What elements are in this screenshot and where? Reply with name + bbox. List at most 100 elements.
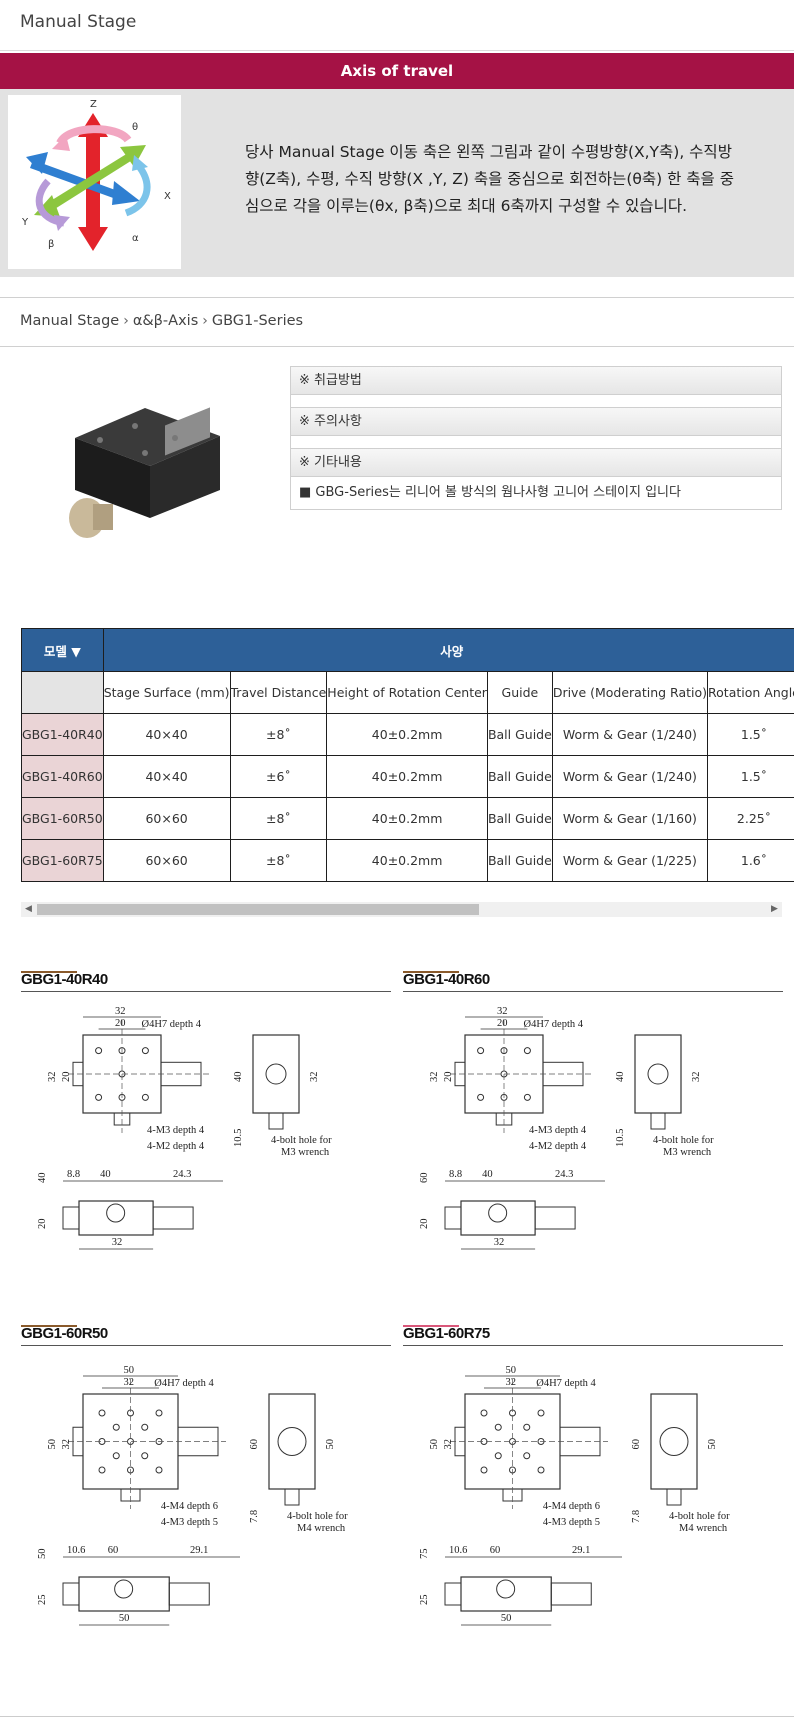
- dimension-label: 24.3: [555, 1169, 573, 1180]
- left-clamp: [454, 1426, 466, 1457]
- dimension-label: 50: [707, 1439, 718, 1450]
- front-view-handle: [488, 1203, 508, 1223]
- table-cell: Ball Guide: [486, 755, 553, 798]
- scroll-left-icon[interactable]: ◀: [25, 904, 32, 914]
- mounting-hole: [155, 1466, 163, 1474]
- front-view-knob: [152, 1206, 194, 1230]
- breadcrumb-item-alpha-beta[interactable]: α&β-Axis: [132, 313, 199, 329]
- axis-label-beta: β: [48, 239, 54, 250]
- bottom-knob: [113, 1112, 131, 1126]
- dimension-label: 24.3: [173, 1169, 191, 1180]
- stage-side: [150, 436, 220, 518]
- note-other[interactable]: ※ 기타내용: [290, 448, 782, 477]
- tap-note: 4-M3 depth 5: [543, 1517, 600, 1528]
- mounting-hole: [537, 1409, 545, 1417]
- dimension-label: 25: [419, 1595, 430, 1606]
- bolt-note: 4-bolt hole for: [653, 1135, 714, 1146]
- col-header: Drive (Moderating Ratio): [551, 671, 709, 714]
- x-axis-arrow-right: [112, 181, 140, 205]
- micrometer-knob: [177, 1426, 219, 1457]
- table-cell: ±8˚: [229, 713, 328, 756]
- dimension-label: 25: [37, 1595, 48, 1606]
- dimension-label: 20: [61, 1072, 72, 1083]
- chevron-right-icon: ›: [202, 313, 208, 329]
- dimension-label: 40: [615, 1072, 626, 1083]
- dimension-label: 50: [119, 1613, 129, 1624]
- table-cell: 40±0.2mm: [326, 713, 488, 756]
- dimension-label: 10.6: [449, 1545, 467, 1556]
- dimension-label: 32: [309, 1072, 320, 1083]
- front-view-handle: [496, 1579, 516, 1599]
- table-cell: Worm & Gear (1/160): [551, 797, 709, 840]
- drawing-title: GBG1-40R60: [403, 971, 490, 988]
- front-view-handle: [114, 1579, 134, 1599]
- hole-note: Ø4H7 depth 4: [536, 1378, 596, 1389]
- hole-note: Ø4H7 depth 4: [524, 1019, 584, 1030]
- front-view-body: [78, 1200, 154, 1236]
- note-handling[interactable]: ※ 취급방법: [290, 366, 782, 395]
- left-clamp: [454, 1061, 466, 1087]
- mounting-hole: [523, 1093, 531, 1101]
- model-cell[interactable]: GBG1-40R40: [21, 713, 104, 756]
- table-cell: ±8˚: [229, 839, 328, 882]
- breadcrumb-bar: Manual Stage › α&β-Axis › GBG1-Series: [0, 297, 794, 347]
- breadcrumb-item-manual-stage[interactable]: Manual Stage: [20, 313, 120, 329]
- drawing-gbg1-40r40: GBG1-40R40: [21, 971, 391, 992]
- model-cell[interactable]: GBG1-60R50: [21, 797, 104, 840]
- breadcrumb-item-series[interactable]: GBG1-Series: [211, 313, 304, 329]
- alpha-rotation: [124, 162, 151, 217]
- mounting-hole: [127, 1466, 134, 1474]
- top-view-outline: [464, 1393, 561, 1490]
- side-view-foot: [650, 1112, 666, 1130]
- axis-label-z: Z: [90, 99, 97, 110]
- mounting-hole: [155, 1438, 163, 1445]
- x-axis-arrow-left: [26, 152, 48, 174]
- axis-label-x: X: [164, 191, 171, 202]
- dimension-label: 32: [691, 1072, 702, 1083]
- mounting-hole: [480, 1438, 488, 1445]
- front-view-clamp: [62, 1206, 80, 1230]
- table-cell: Worm & Gear (1/225): [551, 839, 709, 882]
- mounting-hole: [98, 1466, 106, 1474]
- bolt-note: 4-bolt hole for: [271, 1135, 332, 1146]
- mounting-hole: [118, 1070, 126, 1078]
- side-view-outline: [268, 1393, 316, 1490]
- axis-diagram-svg: Z θ X Y β α: [21, 99, 171, 251]
- product-photo: [55, 398, 240, 558]
- scroll-thumb[interactable]: [37, 904, 479, 915]
- mounting-hole: [477, 1047, 485, 1055]
- dimension-label: 32: [115, 1006, 126, 1017]
- mounting-hole: [95, 1047, 103, 1055]
- table-row: GBG1-60R50 60×60 ±8˚ 40±0.2mm Ball Guide…: [21, 797, 794, 840]
- tap-note: 4-M2 depth 4: [529, 1141, 587, 1152]
- model-cell[interactable]: GBG1-40R60: [21, 755, 104, 798]
- dimension-label: 10.5: [233, 1129, 244, 1147]
- dimension-label: 32: [47, 1072, 58, 1083]
- mounting-hole: [155, 1409, 163, 1417]
- dimension-label: 32: [443, 1439, 454, 1450]
- side-view-bore: [265, 1063, 287, 1085]
- dimension-label: 50: [506, 1365, 517, 1376]
- front-view-knob: [550, 1582, 592, 1606]
- model-cell[interactable]: GBG1-60R75: [21, 839, 104, 882]
- table-cell: Ball Guide: [486, 797, 553, 840]
- side-view-bore: [647, 1063, 669, 1085]
- axis-label-y: Y: [21, 217, 29, 228]
- axis-label-theta: θ: [132, 122, 138, 133]
- mounting-hole: [537, 1466, 545, 1474]
- side-view-bore: [659, 1427, 689, 1456]
- model-header[interactable]: 모델 ▼: [21, 628, 104, 672]
- dimension-label: 29.1: [572, 1545, 590, 1556]
- mounting-hole: [141, 1047, 149, 1055]
- mounting-hole: [494, 1452, 502, 1460]
- front-view-clamp: [444, 1206, 462, 1230]
- table-scrollbar[interactable]: ◀ ▶: [21, 902, 782, 917]
- scroll-right-icon[interactable]: ▶: [771, 904, 778, 914]
- table-cell: Worm & Gear (1/240): [551, 713, 709, 756]
- note-caution[interactable]: ※ 주의사항: [290, 407, 782, 436]
- bottom-knob: [495, 1112, 513, 1126]
- front-view-knob: [534, 1206, 576, 1230]
- tap-note: 4-M3 depth 4: [147, 1125, 205, 1136]
- column-header-row: Stage Surface (mm) Travel Distance Heigh…: [21, 671, 794, 714]
- mounting-hole: [141, 1093, 149, 1101]
